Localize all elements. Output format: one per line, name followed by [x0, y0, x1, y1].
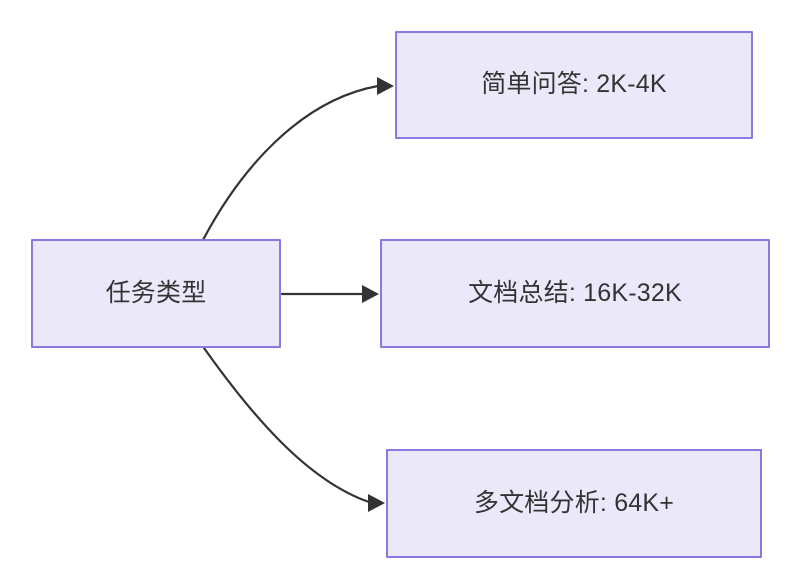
node-doc-summary[interactable]: 文档总结: 16K-32K — [380, 239, 770, 348]
edge-to-multi-doc-analysis — [202, 346, 385, 512]
node-simple-qa-label: 简单问答: 2K-4K — [481, 70, 667, 99]
edge-to-simple-qa-arrowhead — [377, 77, 394, 95]
edge-to-multi-doc-analysis-arrowhead — [368, 494, 385, 512]
node-doc-summary-label: 文档总结: 16K-32K — [468, 278, 682, 307]
edge-to-simple-qa-path — [201, 84, 380, 242]
edge-to-multi-doc-analysis-path — [202, 346, 371, 504]
edge-to-doc-summary-arrowhead — [362, 285, 379, 303]
edge-to-doc-summary — [280, 285, 379, 303]
node-multi-doc-analysis[interactable]: 多文档分析: 64K+ — [386, 449, 762, 558]
edge-to-simple-qa — [201, 77, 394, 242]
node-task-type-label: 任务类型 — [105, 278, 207, 307]
node-simple-qa[interactable]: 简单问答: 2K-4K — [395, 31, 753, 139]
node-task-type[interactable]: 任务类型 — [31, 239, 281, 348]
node-multi-doc-analysis-label: 多文档分析: 64K+ — [473, 488, 675, 517]
